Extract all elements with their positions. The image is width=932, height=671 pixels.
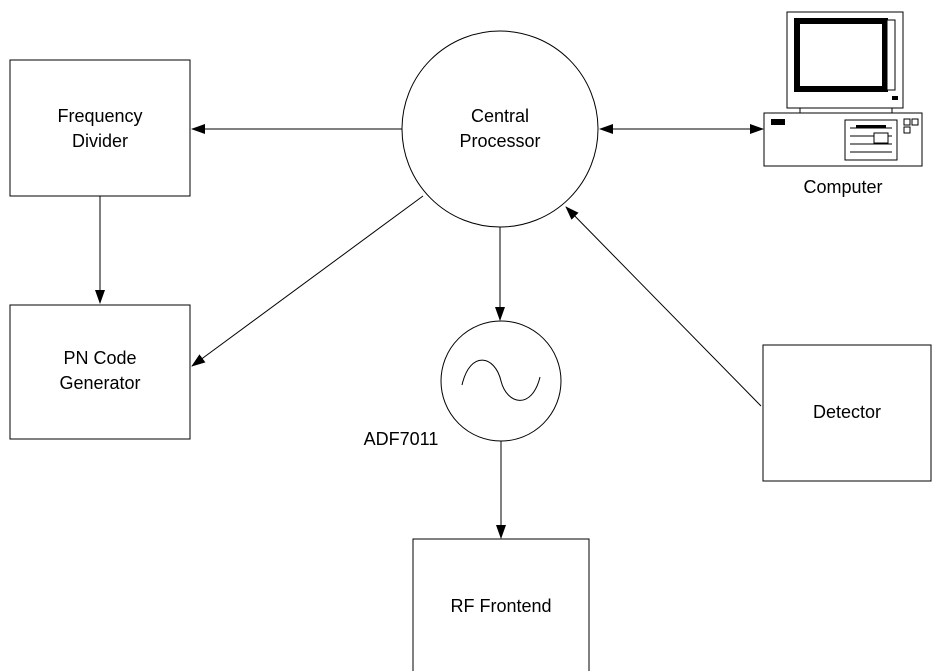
pn-code-generator-label-line1: PN Code: [63, 348, 136, 368]
central-processor-node: Central Processor: [401, 30, 599, 228]
detector-block: Detector: [762, 344, 932, 482]
pn-code-generator-block: PN Code Generator: [9, 304, 191, 440]
computer-icon: Computer: [763, 11, 923, 197]
oscillator-label: ADF7011: [364, 429, 439, 449]
frequency-divider-block: Frequency Divider: [9, 59, 191, 197]
central-processor-label-line1: Central: [471, 106, 529, 126]
arrow-detector-to-processor: [565, 206, 762, 407]
rf-frontend-label: RF Frontend: [450, 596, 551, 616]
frequency-divider-label-line2: Divider: [72, 131, 128, 151]
central-processor-label-line2: Processor: [459, 131, 540, 151]
rf-frontend-block: RF Frontend: [412, 538, 590, 671]
computer-label: Computer: [803, 177, 882, 197]
sine-wave-icon: [461, 359, 541, 401]
frequency-divider-label-line1: Frequency: [57, 106, 142, 126]
arrow-processor-to-pn-generator: [191, 195, 424, 367]
oscillator-node: ADF7011: [364, 320, 562, 449]
pn-code-generator-label-line2: Generator: [59, 373, 140, 393]
detector-label: Detector: [813, 402, 881, 422]
